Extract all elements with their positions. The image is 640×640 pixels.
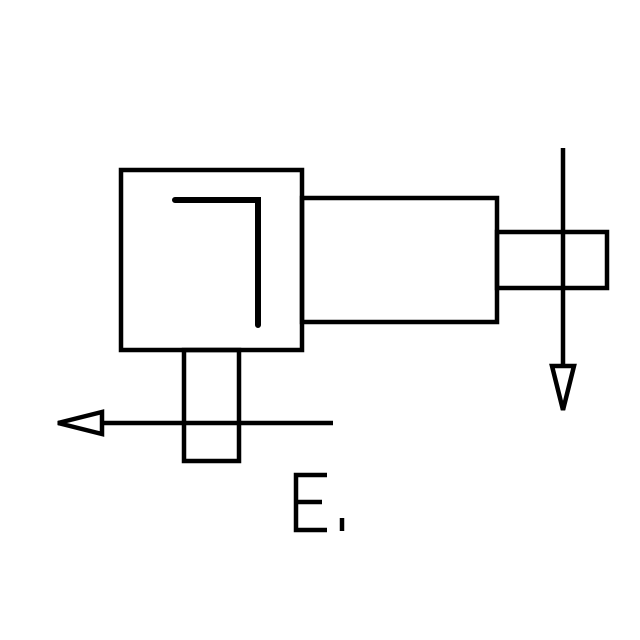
motor-body: [299, 195, 500, 325]
left-arrow-head: [57, 409, 105, 437]
down-arrow-head: [549, 363, 577, 411]
bottom-shaft: [181, 347, 242, 464]
label-letter-e: [293, 472, 327, 533]
angle-gear-symbol: [172, 197, 261, 328]
right-shaft: [494, 229, 610, 291]
